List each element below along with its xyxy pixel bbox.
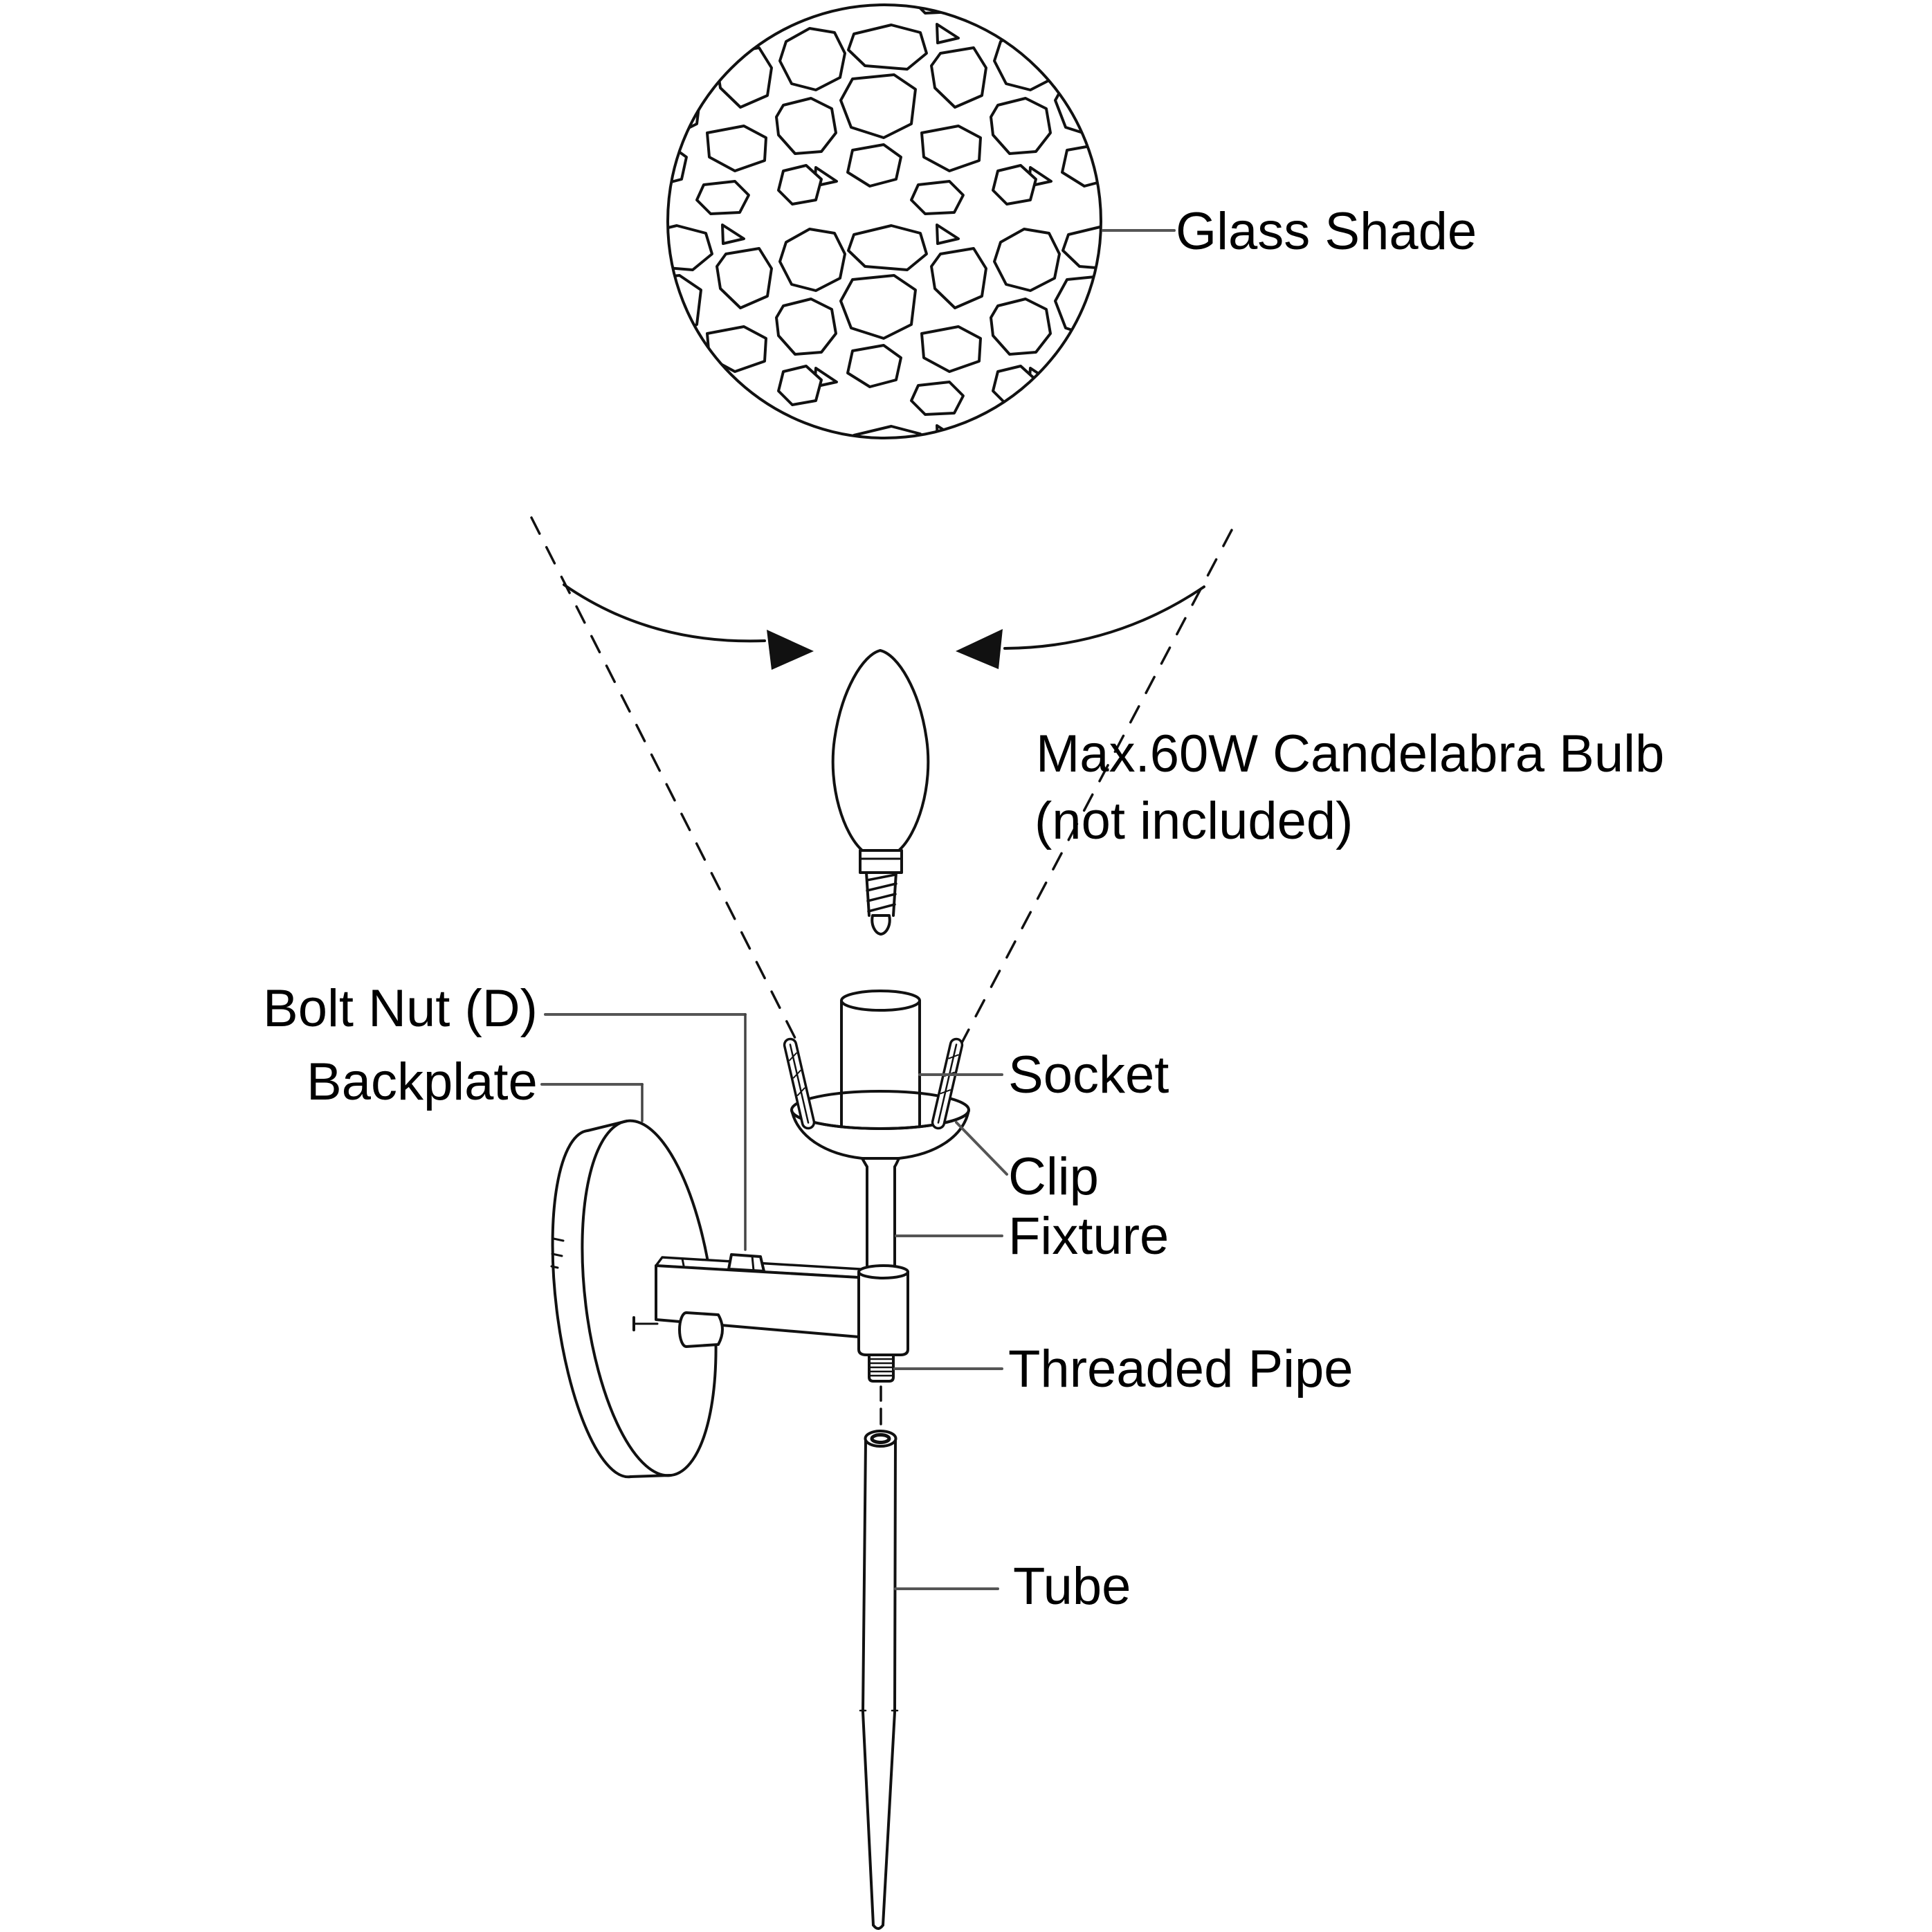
label-threaded-pipe: Threaded Pipe bbox=[1008, 1340, 1354, 1398]
cup-bowl-drawing bbox=[790, 1090, 970, 1160]
label-backplate: Backplate bbox=[307, 1052, 538, 1111]
backplate-drawing bbox=[550, 1119, 718, 1479]
cone-dashed-lines bbox=[530, 516, 1233, 1055]
tube-drawing bbox=[859, 1430, 899, 1930]
glass-shade-drawing bbox=[666, 3, 1102, 439]
leader-lines bbox=[540, 229, 1176, 1590]
label-clip: Clip bbox=[1008, 1147, 1099, 1206]
coupler-drawing bbox=[857, 1264, 909, 1356]
label-glass-shade: Glass Shade bbox=[1176, 202, 1477, 261]
label-bolt-nut: Bolt Nut (D) bbox=[263, 979, 538, 1038]
fixture-stem-drawing bbox=[861, 1157, 900, 1270]
clip-right-drawing bbox=[931, 1037, 964, 1130]
label-tube: Tube bbox=[1013, 1557, 1131, 1616]
shade-direction-arrows bbox=[563, 583, 1205, 670]
threaded-pipe-drawing bbox=[868, 1354, 895, 1383]
socket-drawing bbox=[783, 990, 970, 1425]
screw-boss-drawing bbox=[632, 1311, 724, 1348]
clip-left-drawing bbox=[783, 1037, 816, 1130]
label-bulb-note-1: Max.60W Candelabra Bulb bbox=[1036, 724, 1665, 783]
label-fixture: Fixture bbox=[1008, 1207, 1169, 1266]
bolt-nut-drawing bbox=[727, 1253, 765, 1273]
label-bulb-note-2: (not included) bbox=[1035, 792, 1354, 850]
label-socket: Socket bbox=[1008, 1046, 1169, 1104]
bulb-drawing bbox=[831, 649, 930, 936]
